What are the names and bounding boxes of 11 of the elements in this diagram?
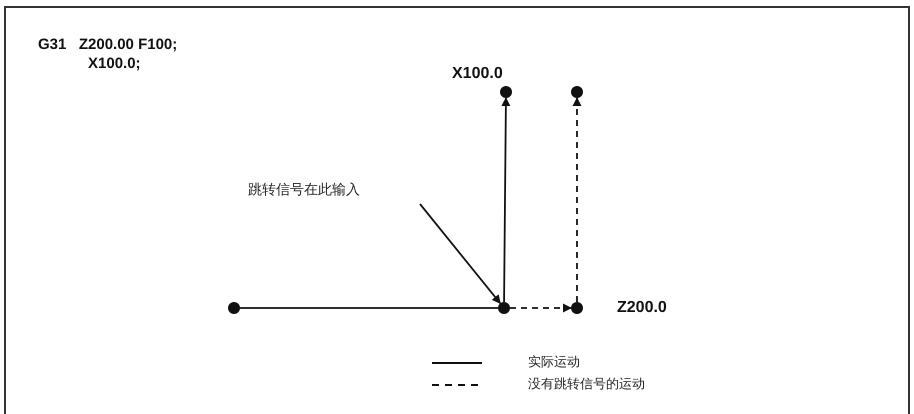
program-code-line: G31 Z200.00 F100; — [38, 35, 178, 55]
program-code-line: X100.0; — [88, 54, 141, 74]
motion-arrow — [572, 97, 582, 302]
callout-text: 跳转信号在此输入 — [248, 180, 360, 200]
coordinate-label: Z200.0 — [617, 298, 667, 318]
motion-arrow — [501, 97, 510, 302]
leader-arrow — [419, 203, 501, 304]
legend-text: 实际运动 — [528, 354, 580, 372]
motion-arrow — [510, 304, 572, 312]
legend-text: 没有跳转信号的运动 — [528, 376, 645, 394]
coordinate-label: X100.0 — [452, 64, 503, 84]
